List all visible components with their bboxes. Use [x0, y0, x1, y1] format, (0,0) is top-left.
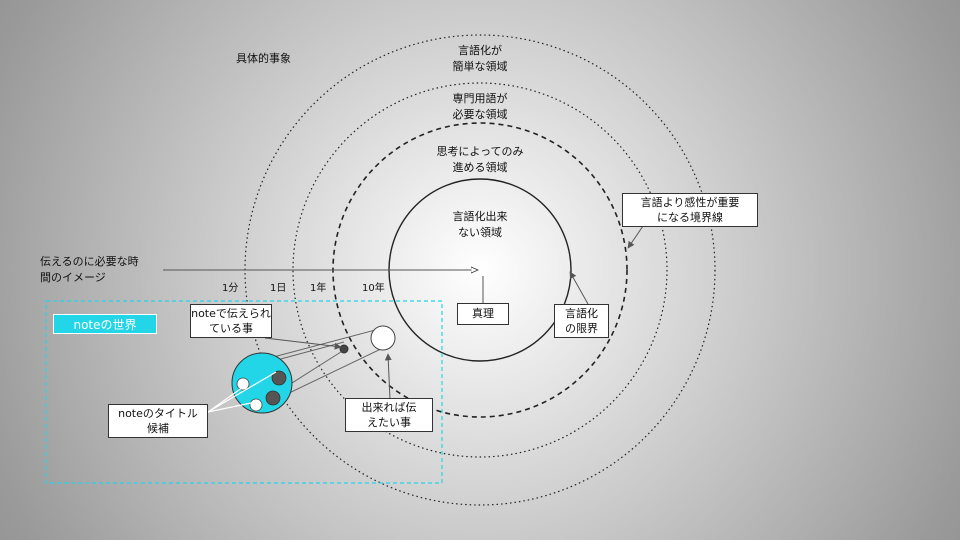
title-dot [236, 377, 250, 391]
limit-arrow [569, 271, 589, 305]
limit-box: 言語化の限界 [554, 304, 609, 338]
told-arrow [264, 337, 342, 350]
tick-1min: 1分 [222, 283, 239, 294]
told-point [339, 344, 349, 354]
tick-10year: 10年 [362, 283, 385, 294]
middle-dotted-circle [292, 82, 668, 458]
time-axis-label: 伝えるのに必要な時間のイメージ [40, 255, 139, 284]
title-dot [249, 398, 263, 412]
title-dot [271, 370, 287, 386]
connector-line [261, 327, 384, 361]
outer-dotted-circle [244, 34, 716, 506]
region-jargon-label: 専門用語が必要な領域 [452, 92, 508, 121]
note-world-frame [45, 300, 443, 484]
title-dot [265, 390, 281, 406]
region-easy-label: 言語化が簡単な領域 [452, 44, 508, 73]
boundary-arrow [627, 225, 644, 249]
note-world-label: noteの世界 [53, 314, 157, 334]
region-thought-label: 思考によってのみ進める領域 [436, 145, 524, 174]
tick-1year: 1年 [310, 283, 327, 294]
wish-box: 出来れば伝えたい事 [345, 398, 433, 432]
told-box: noteで伝えられている事 [190, 304, 272, 338]
wish-arrow [384, 353, 392, 401]
wish-point [370, 325, 396, 351]
title-arrow [207, 371, 277, 413]
boundary-box: 言語より感性が重要になる境界線 [622, 193, 758, 227]
title-candidate-box: noteのタイトル候補 [108, 404, 208, 438]
title-arrow [207, 402, 252, 413]
title-arrow [207, 384, 247, 413]
truth-box: 真理 [457, 303, 509, 325]
region-inexpressible-label: 言語化出来ない領域 [452, 210, 508, 239]
page-title: 具体的事象 [236, 52, 291, 65]
tick-1day: 1日 [270, 283, 287, 294]
